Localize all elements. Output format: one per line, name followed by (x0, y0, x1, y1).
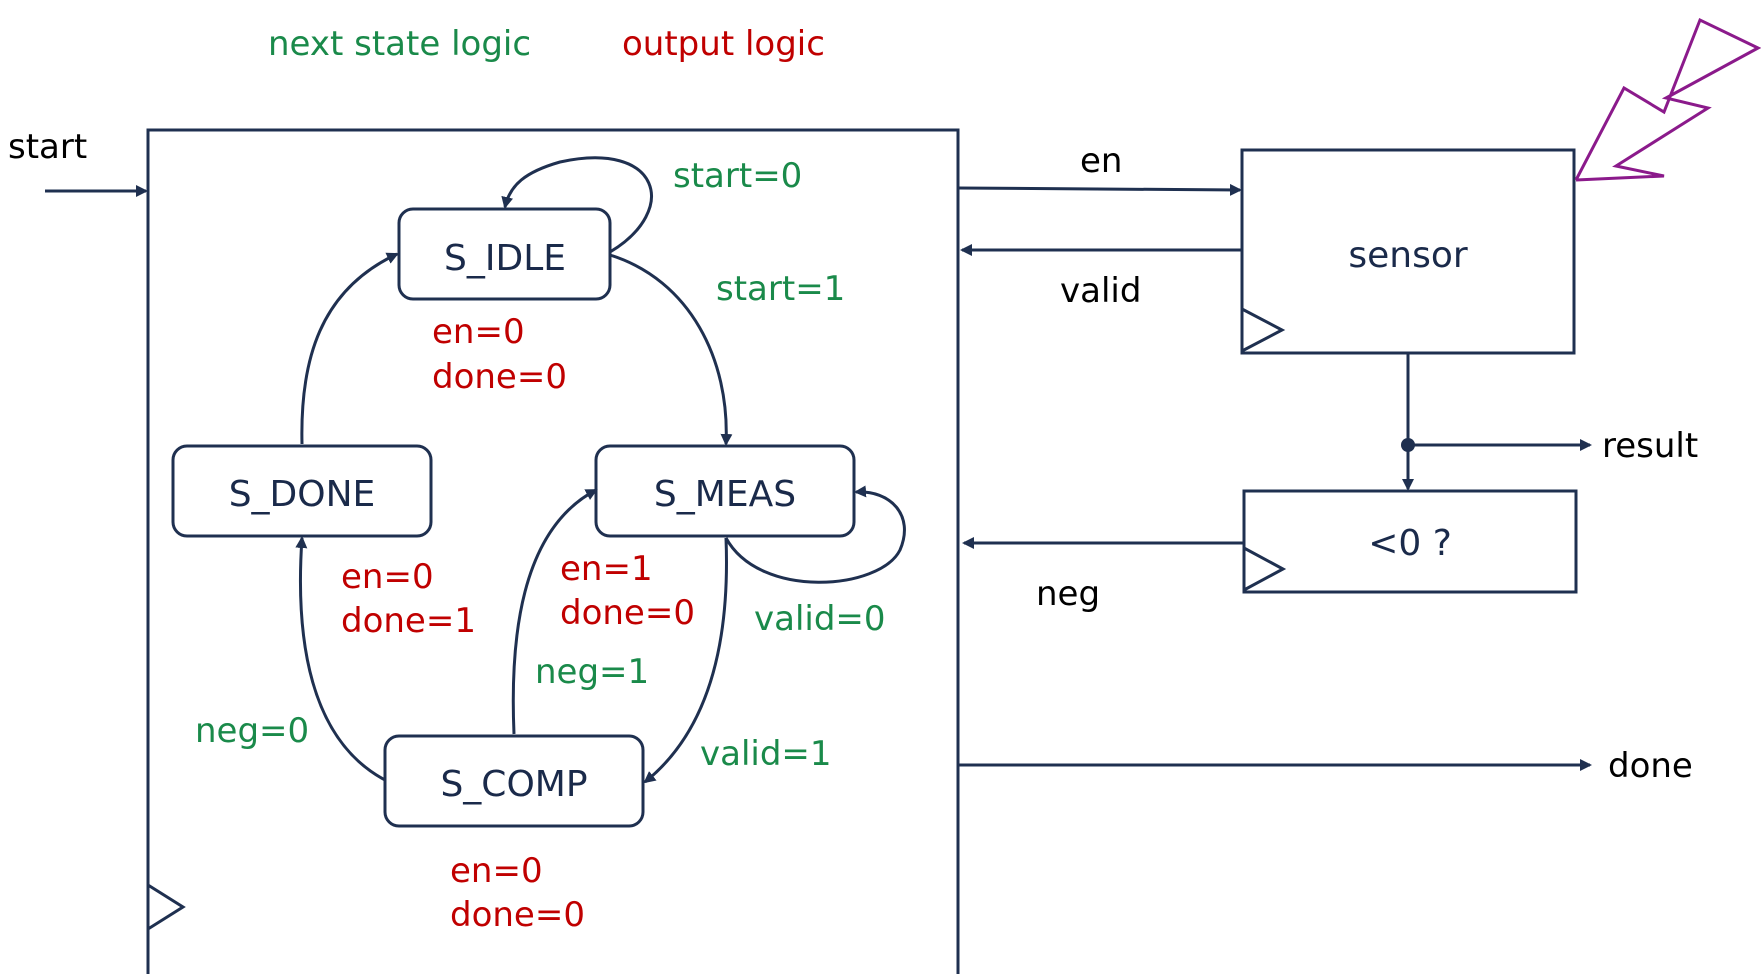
neg-label: neg (1036, 574, 1100, 614)
compare-block (1242, 489, 1578, 594)
lightning-icon (1574, 17, 1761, 182)
fsm-clock-triangle-icon (147, 883, 186, 931)
output-done-done: done=1 (341, 601, 476, 641)
transition-done-to-idle (300, 252, 399, 445)
output-idle-en: en=0 (432, 312, 525, 352)
state-comp-label: S_COMP (440, 764, 587, 805)
sensor-clock-triangle-icon (1241, 307, 1286, 353)
output-meas-done: done=0 (560, 593, 695, 633)
transition-comp-to-meas (511, 488, 598, 735)
compare-label: <0 ? (1368, 523, 1452, 564)
label-comp-to-meas: neg=1 (535, 652, 649, 692)
done-label: done (1608, 746, 1693, 786)
sensor-label: sensor (1348, 235, 1468, 276)
label-meas-to-comp: valid=1 (700, 734, 832, 774)
valid-label: valid (1060, 271, 1141, 311)
output-done-en: en=0 (341, 557, 434, 597)
start-label: start (8, 127, 87, 167)
en-wire (957, 183, 1242, 196)
en-label: en (1080, 141, 1122, 181)
transition-comp-to-done (295, 536, 386, 782)
label-meas-self: valid=0 (754, 599, 886, 639)
state-comp (383, 734, 645, 828)
output-comp-en: en=0 (450, 851, 543, 891)
legend-output: output logic (622, 24, 825, 64)
label-idle-self: start=0 (673, 156, 802, 196)
transition-idle-to-meas (609, 253, 733, 446)
output-meas-en: en=1 (560, 549, 653, 589)
state-done-label: S_DONE (229, 474, 376, 515)
result-label: result (1602, 426, 1698, 466)
transition-meas-self (724, 485, 906, 584)
state-meas-label: S_MEAS (654, 474, 796, 515)
legend-next-state: next state logic (268, 24, 531, 64)
state-done (171, 444, 433, 538)
transition-meas-to-comp (643, 537, 728, 784)
state-idle-label: S_IDLE (444, 238, 566, 279)
label-comp-to-done: neg=0 (195, 711, 309, 751)
transition-idle-self (501, 156, 653, 254)
compare-clock-triangle-icon (1243, 546, 1287, 592)
state-idle (397, 207, 612, 301)
output-comp-done: done=0 (450, 895, 585, 935)
output-idle-done: done=0 (432, 357, 567, 397)
label-idle-to-meas: start=1 (716, 269, 845, 309)
